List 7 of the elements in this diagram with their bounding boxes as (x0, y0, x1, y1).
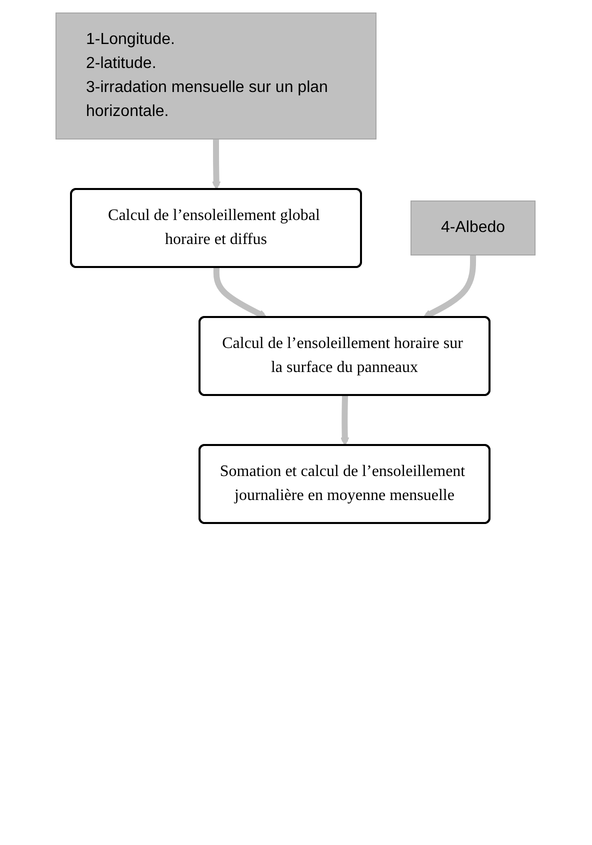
arrow (423, 255, 476, 318)
arrow (340, 395, 350, 446)
node-box: 1-Longitude. 2-latitude. 3-irradation mensuelle sur un plan horizontale. (56, 12, 377, 140)
node-text: Calcul de l’ensoleillement global horaire et diffus (108, 207, 320, 248)
arrow (214, 267, 268, 318)
arrow (212, 139, 222, 190)
node-box: 4-Albedo (410, 200, 536, 256)
